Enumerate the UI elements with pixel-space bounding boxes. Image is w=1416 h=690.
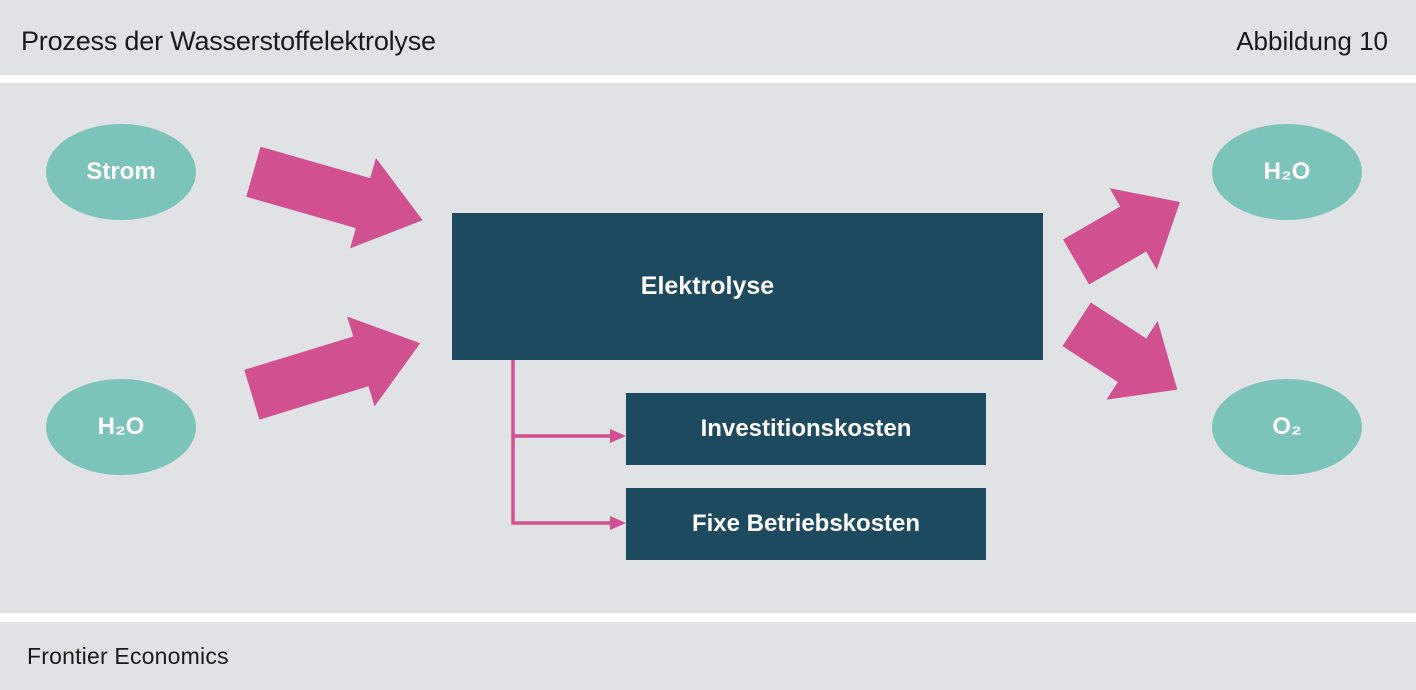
input-node-strom-label: Strom — [86, 158, 156, 185]
cost-node-investitionskosten-label: Investitionskosten — [700, 415, 912, 442]
source-label: Frontier Economics — [27, 642, 229, 669]
input-node-h2o: H₂O — [46, 379, 196, 475]
process-node-label: Elektrolyse — [640, 272, 775, 300]
arrow-strom-to-elektrolyse-icon — [246, 146, 423, 249]
connector-elektrolyse-to-investitionskosten — [511, 360, 626, 443]
input-node-strom: Strom — [46, 124, 196, 220]
arrow-elektrolyse-to-h2o-icon — [1063, 188, 1180, 285]
figure-number: Abbildung 10 — [1236, 26, 1388, 56]
process-node-elektrolyse: Elektrolyse — [452, 213, 1043, 360]
cost-node-fixe-betriebskosten-label: Fixe Betriebskosten — [691, 510, 921, 537]
arrow-h2o-to-elektrolyse-icon — [244, 316, 421, 420]
cost-node-fixe-betriebskosten: Fixe Betriebskosten — [626, 488, 986, 560]
cost-node-investitionskosten: Investitionskosten — [626, 393, 986, 465]
output-node-o2: O₂ — [1212, 379, 1362, 475]
output-node-h2o-label: H₂O — [1263, 158, 1311, 185]
figure-header: Prozess der Wasserstoffelektrolyse Abbil… — [0, 0, 1416, 83]
output-node-o2-label: O₂ — [1272, 413, 1302, 440]
output-node-h2o: H₂O — [1212, 124, 1362, 220]
connector-elektrolyse-to-fixe-betriebskosten — [511, 436, 626, 530]
input-node-h2o-label: H₂O — [97, 413, 145, 440]
figure-footer: Frontier Economics — [0, 613, 1416, 690]
figure-title: Prozess der Wasserstoffelektrolyse — [21, 26, 436, 56]
arrow-elektrolyse-to-o2-icon — [1062, 302, 1178, 400]
